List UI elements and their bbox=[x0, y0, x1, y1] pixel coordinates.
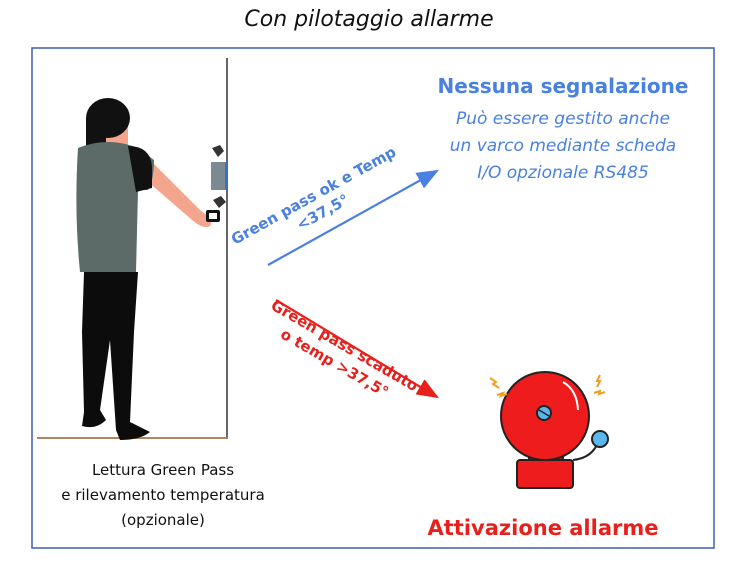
diagram-title: Con pilotaggio allarme bbox=[244, 7, 493, 32]
ok-result-title: Nessuna segnalazione bbox=[438, 74, 689, 98]
ok-arrow bbox=[267, 169, 439, 266]
ok-result-line: un varco mediante scheda bbox=[450, 136, 676, 156]
ok-label: Green pass ok e Temp <37,5° bbox=[228, 143, 399, 249]
alarm-arrow bbox=[275, 299, 439, 399]
ok-result-line: Può essere gestito anche bbox=[456, 109, 670, 129]
green-pass-reader-icon bbox=[211, 145, 227, 208]
frame bbox=[31, 47, 715, 549]
person-icon bbox=[76, 98, 220, 440]
reader-caption: Lettura Green Pass e rilevamento tempera… bbox=[61, 461, 265, 529]
caption-line: Lettura Green Pass bbox=[92, 461, 234, 479]
caption-line: e rilevamento temperatura bbox=[61, 486, 265, 504]
alarm-result-title: Attivazione allarme bbox=[428, 516, 659, 540]
ok-label-line: Green pass ok e Temp bbox=[228, 143, 399, 249]
ok-result-line: I/O opzionale RS485 bbox=[477, 163, 649, 183]
alarm-label: Green pass scaduto o temp >37,5° bbox=[268, 296, 421, 401]
ok-result-description: Può essere gestito anche un varco median… bbox=[450, 109, 676, 183]
caption-line: (opzionale) bbox=[121, 511, 205, 529]
alarm-bell-icon bbox=[489, 371, 609, 489]
